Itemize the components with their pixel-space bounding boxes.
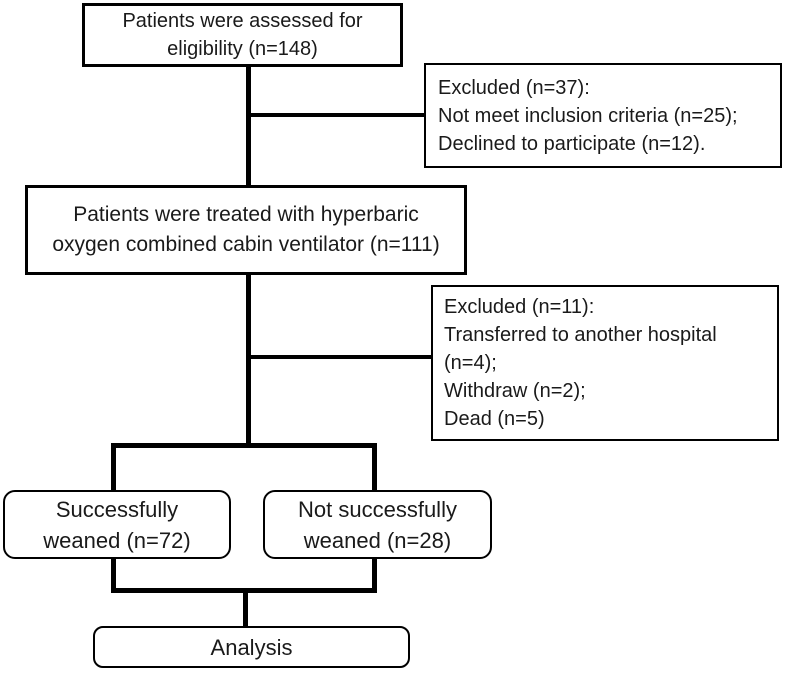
- excluded1-line-3: Declined to participate (n=12).: [438, 132, 706, 155]
- analysis-box: Analysis: [93, 626, 410, 668]
- excluded-second-box: Excluded (n=11): Transferred to another …: [431, 285, 779, 441]
- analysis-line-1: Analysis: [210, 634, 293, 660]
- connector-branch-to-excluded1: [246, 113, 426, 117]
- excluded1-line-2: Not meet inclusion criteria (n=25);: [438, 104, 738, 127]
- excluded2-line-4: Dead (n=5): [444, 408, 545, 430]
- connector-branch-to-excluded2: [246, 355, 433, 359]
- connector-assessed-to-treated: [246, 65, 251, 186]
- connector-split-right-drop: [372, 443, 377, 492]
- excluded1-line-1: Excluded (n=37):: [438, 76, 590, 99]
- connector-merge-bar: [111, 588, 377, 593]
- successfully-weaned-box: Successfully weaned (n=72): [3, 490, 231, 559]
- connector-merge-to-analysis: [243, 592, 248, 628]
- not-successfully-weaned-box: Not successfully weaned (n=28): [263, 490, 492, 559]
- assessed-line-2: eligibility (n=148): [167, 38, 318, 60]
- connector-merge-right-drop: [372, 557, 377, 593]
- connector-treated-to-split: [246, 273, 251, 448]
- weaned-no-line-1: Not successfully: [298, 496, 457, 522]
- connector-split-bar: [111, 443, 377, 448]
- excluded-first-box: Excluded (n=37): Not meet inclusion crit…: [424, 63, 782, 168]
- assessed-box: Patients were assessed for eligibility (…: [82, 3, 403, 67]
- assessed-line-1: Patients were assessed for: [122, 10, 363, 32]
- excluded2-line-3: Withdraw (n=2);: [444, 380, 586, 402]
- treated-line-2: oxygen combined cabin ventilator (n=111): [52, 233, 440, 256]
- weaned-no-line-2: weaned (n=28): [303, 527, 452, 553]
- weaned-yes-line-2: weaned (n=72): [43, 527, 191, 553]
- connector-split-left-drop: [111, 443, 116, 492]
- excluded2-line-2: Transferred to another hospital (n=4);: [444, 324, 717, 374]
- excluded2-line-1: Excluded (n=11):: [444, 296, 595, 318]
- connector-merge-left-drop: [111, 557, 116, 593]
- treated-line-1: Patients were treated with hyperbaric: [73, 203, 419, 226]
- weaned-yes-line-1: Successfully: [55, 496, 179, 522]
- treated-box: Patients were treated with hyperbaric ox…: [25, 185, 467, 275]
